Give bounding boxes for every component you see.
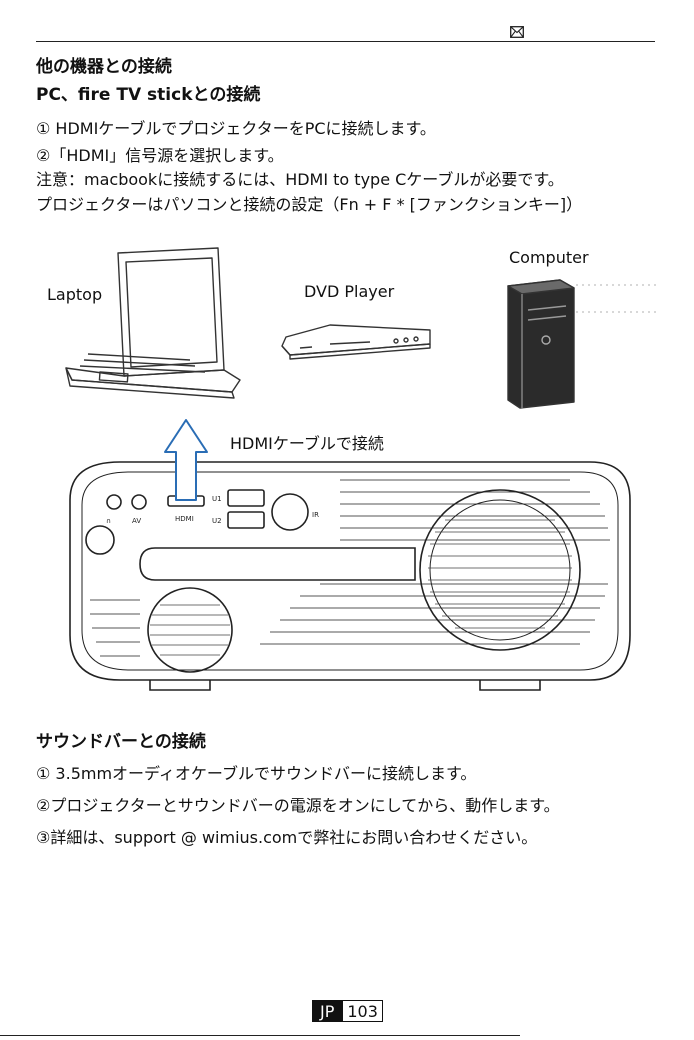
hdmi-arrow-icon: [164, 419, 208, 501]
port-label-ir: IR: [312, 511, 319, 519]
port-label-headphone: ∩: [106, 517, 111, 525]
port-label-u1: U1: [212, 495, 222, 503]
projector-illustration: [69, 461, 631, 691]
label-computer: Computer: [509, 248, 589, 267]
subsection-title-pc: PC、fire TV stickとの接続: [36, 85, 261, 105]
header-rule: [36, 41, 655, 42]
computer-tower-illustration: [507, 279, 575, 409]
soundbar-step-2: ②プロジェクターとサウンドバーの電源をオンにしてから、動作します。: [36, 796, 560, 815]
footer-rule: [0, 1035, 520, 1036]
pc-note-function-key: プロジェクターはパソコンと接続の設定（Fn + F * [ファンクションキー]）: [36, 195, 583, 214]
pc-step-1: ① HDMIケーブルでプロジェクターをPCに接続します。: [36, 119, 436, 138]
pc-note-macbook: 注意：macbookに接続するには、HDMI to type Cケーブルが必要で…: [36, 170, 564, 189]
pc-step-2: ②「HDMI」信号源を選択します。: [36, 146, 284, 165]
soundbar-step-1: ① 3.5mmオーディオケーブルでサウンドバーに接続します。: [36, 764, 477, 783]
port-label-hdmi: HDMI: [175, 515, 194, 523]
laptop-illustration: [65, 247, 241, 399]
connection-diagram: ∩ AV HDMI U1 U2 IR: [65, 247, 660, 691]
envelope-icon: [510, 26, 524, 38]
soundbar-step-3: ③詳細は、support @ wimius.comで弊社にお問い合わせください。: [36, 828, 538, 847]
page-lang: JP: [312, 1000, 343, 1022]
page-number: JP 103: [312, 1000, 383, 1022]
dvd-player-illustration: [281, 324, 431, 360]
port-label-u2: U2: [212, 517, 222, 525]
label-dvd-player: DVD Player: [304, 282, 395, 301]
subsection-title-soundbar: サウンドバーとの接続: [36, 732, 206, 752]
port-label-av: AV: [132, 517, 141, 525]
label-laptop: Laptop: [47, 285, 103, 304]
section-title: 他の機器との接続: [36, 57, 172, 77]
page-num: 103: [342, 1000, 383, 1022]
label-hdmi-cable: HDMIケーブルで接続: [230, 434, 384, 453]
